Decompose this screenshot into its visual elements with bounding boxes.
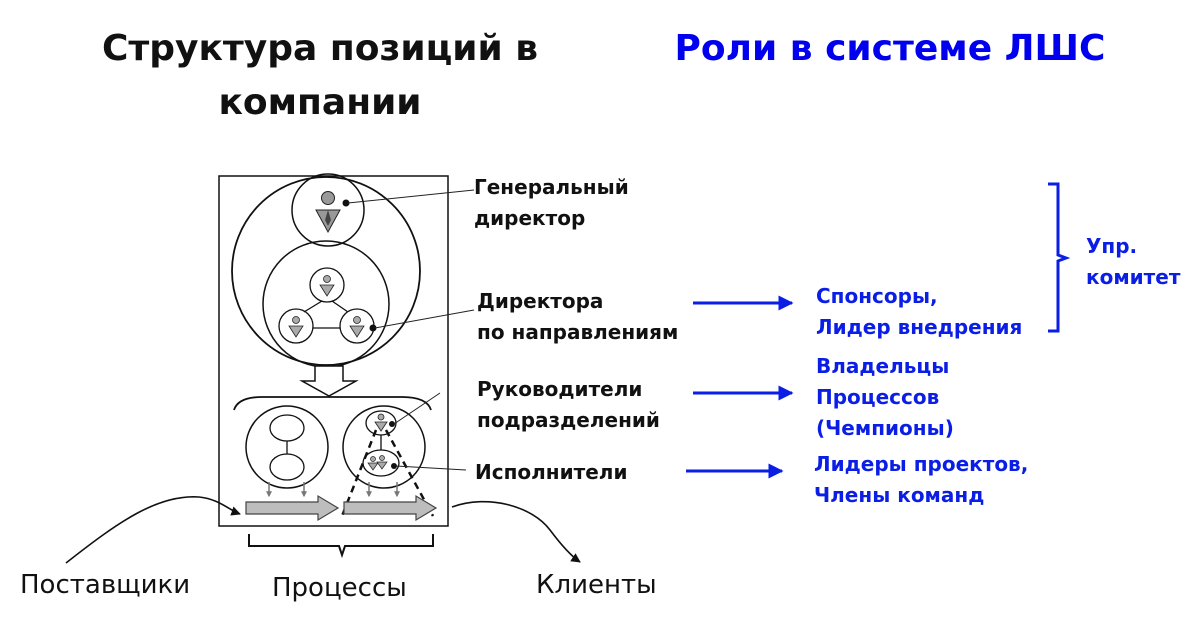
- page-title-left: Структура позиций в компании: [40, 22, 600, 130]
- ceo-label-line-1: Генеральный: [474, 175, 629, 199]
- page-title-right: Роли в системе ЛШС: [674, 28, 1106, 69]
- committee-role-line-1: Упр.: [1086, 234, 1138, 258]
- owners-role-line-1: Владельцы: [816, 354, 950, 378]
- process-arrow-1: [245, 494, 340, 522]
- director-circle-top: [309, 267, 345, 303]
- processes-brace: [248, 534, 434, 559]
- department-circle-left: [245, 405, 329, 489]
- ownership-dash-right: [384, 429, 435, 517]
- director-circle-left: [278, 308, 314, 344]
- team-person-icons: [367, 455, 388, 471]
- ceo-label-line-2: директор: [474, 206, 586, 230]
- heads-label-line-2: подразделений: [477, 408, 660, 432]
- director-person-icon-top: [319, 275, 335, 297]
- ceo-circle: [291, 173, 365, 247]
- executors-pointer-dot: [391, 463, 397, 469]
- leaders-role-line-1: Лидеры проектов,: [814, 452, 1029, 476]
- sponsors-role-line-1: Спонсоры,: [816, 284, 938, 308]
- heads-label: Руководители подразделений: [477, 374, 660, 436]
- department-left-unit-bottom: [269, 453, 305, 481]
- management-circle: [231, 176, 421, 366]
- ceo-label: Генеральный директор: [474, 172, 629, 234]
- supplier-flow-curve: [65, 496, 241, 564]
- sponsors-role-line-2: Лидер внедрения: [816, 315, 1023, 339]
- down-arrow-icon: [299, 365, 359, 397]
- committee-brace: [1048, 182, 1071, 333]
- title-left-line-1: Структура позиций в: [101, 28, 539, 69]
- heads-pointer-dot: [389, 421, 395, 427]
- head-person-icon: [374, 413, 388, 432]
- committee-role-line-2: комитет: [1086, 265, 1181, 289]
- owners-role-line-2: Процессов: [816, 385, 940, 409]
- leaders-role-label: Лидеры проектов, Члены команд: [814, 449, 1028, 511]
- company-frame: [218, 175, 449, 527]
- ceo-pointer-dot: [342, 199, 350, 207]
- committee-role-label: Упр. комитет: [1086, 231, 1180, 293]
- title-left-line-2: компании: [218, 82, 422, 123]
- clients-label: Клиенты: [536, 570, 657, 600]
- suppliers-label: Поставщики: [20, 570, 191, 600]
- directors-leader-line: [374, 309, 475, 329]
- sponsors-role-label: Спонсоры, Лидер внедрения: [816, 281, 1022, 343]
- heads-leader-line: [393, 392, 441, 425]
- director-link-2: [331, 300, 349, 313]
- ceo-person-icon: [315, 191, 341, 234]
- directors-label: Директора по направлениям: [477, 286, 678, 348]
- executors-leader-line: [395, 465, 467, 471]
- director-person-icon-left: [288, 316, 304, 338]
- directors-circle: [262, 240, 390, 368]
- directors-label-line-1: Директора: [477, 289, 604, 313]
- department-circle-right: [342, 405, 426, 489]
- leaders-role-line-2: Члены команд: [814, 483, 985, 507]
- process-arrow-2: [343, 494, 438, 522]
- owners-role-line-3: (Чемпионы): [816, 416, 954, 440]
- department-left-unit-top: [269, 414, 305, 442]
- owners-role-label: Владельцы Процессов (Чемпионы): [816, 351, 954, 444]
- directors-pointer-dot: [369, 324, 377, 332]
- executors-label: Исполнители: [475, 460, 628, 484]
- directors-label-line-2: по направлениям: [477, 320, 679, 344]
- director-link-1: [303, 300, 323, 313]
- processes-label: Процессы: [272, 573, 407, 603]
- heads-label-line-1: Руководители: [477, 377, 643, 401]
- client-flow-curve: [451, 500, 581, 563]
- director-person-icon-right: [349, 316, 365, 338]
- ceo-leader-line: [347, 189, 475, 204]
- departments-arc: [233, 396, 432, 411]
